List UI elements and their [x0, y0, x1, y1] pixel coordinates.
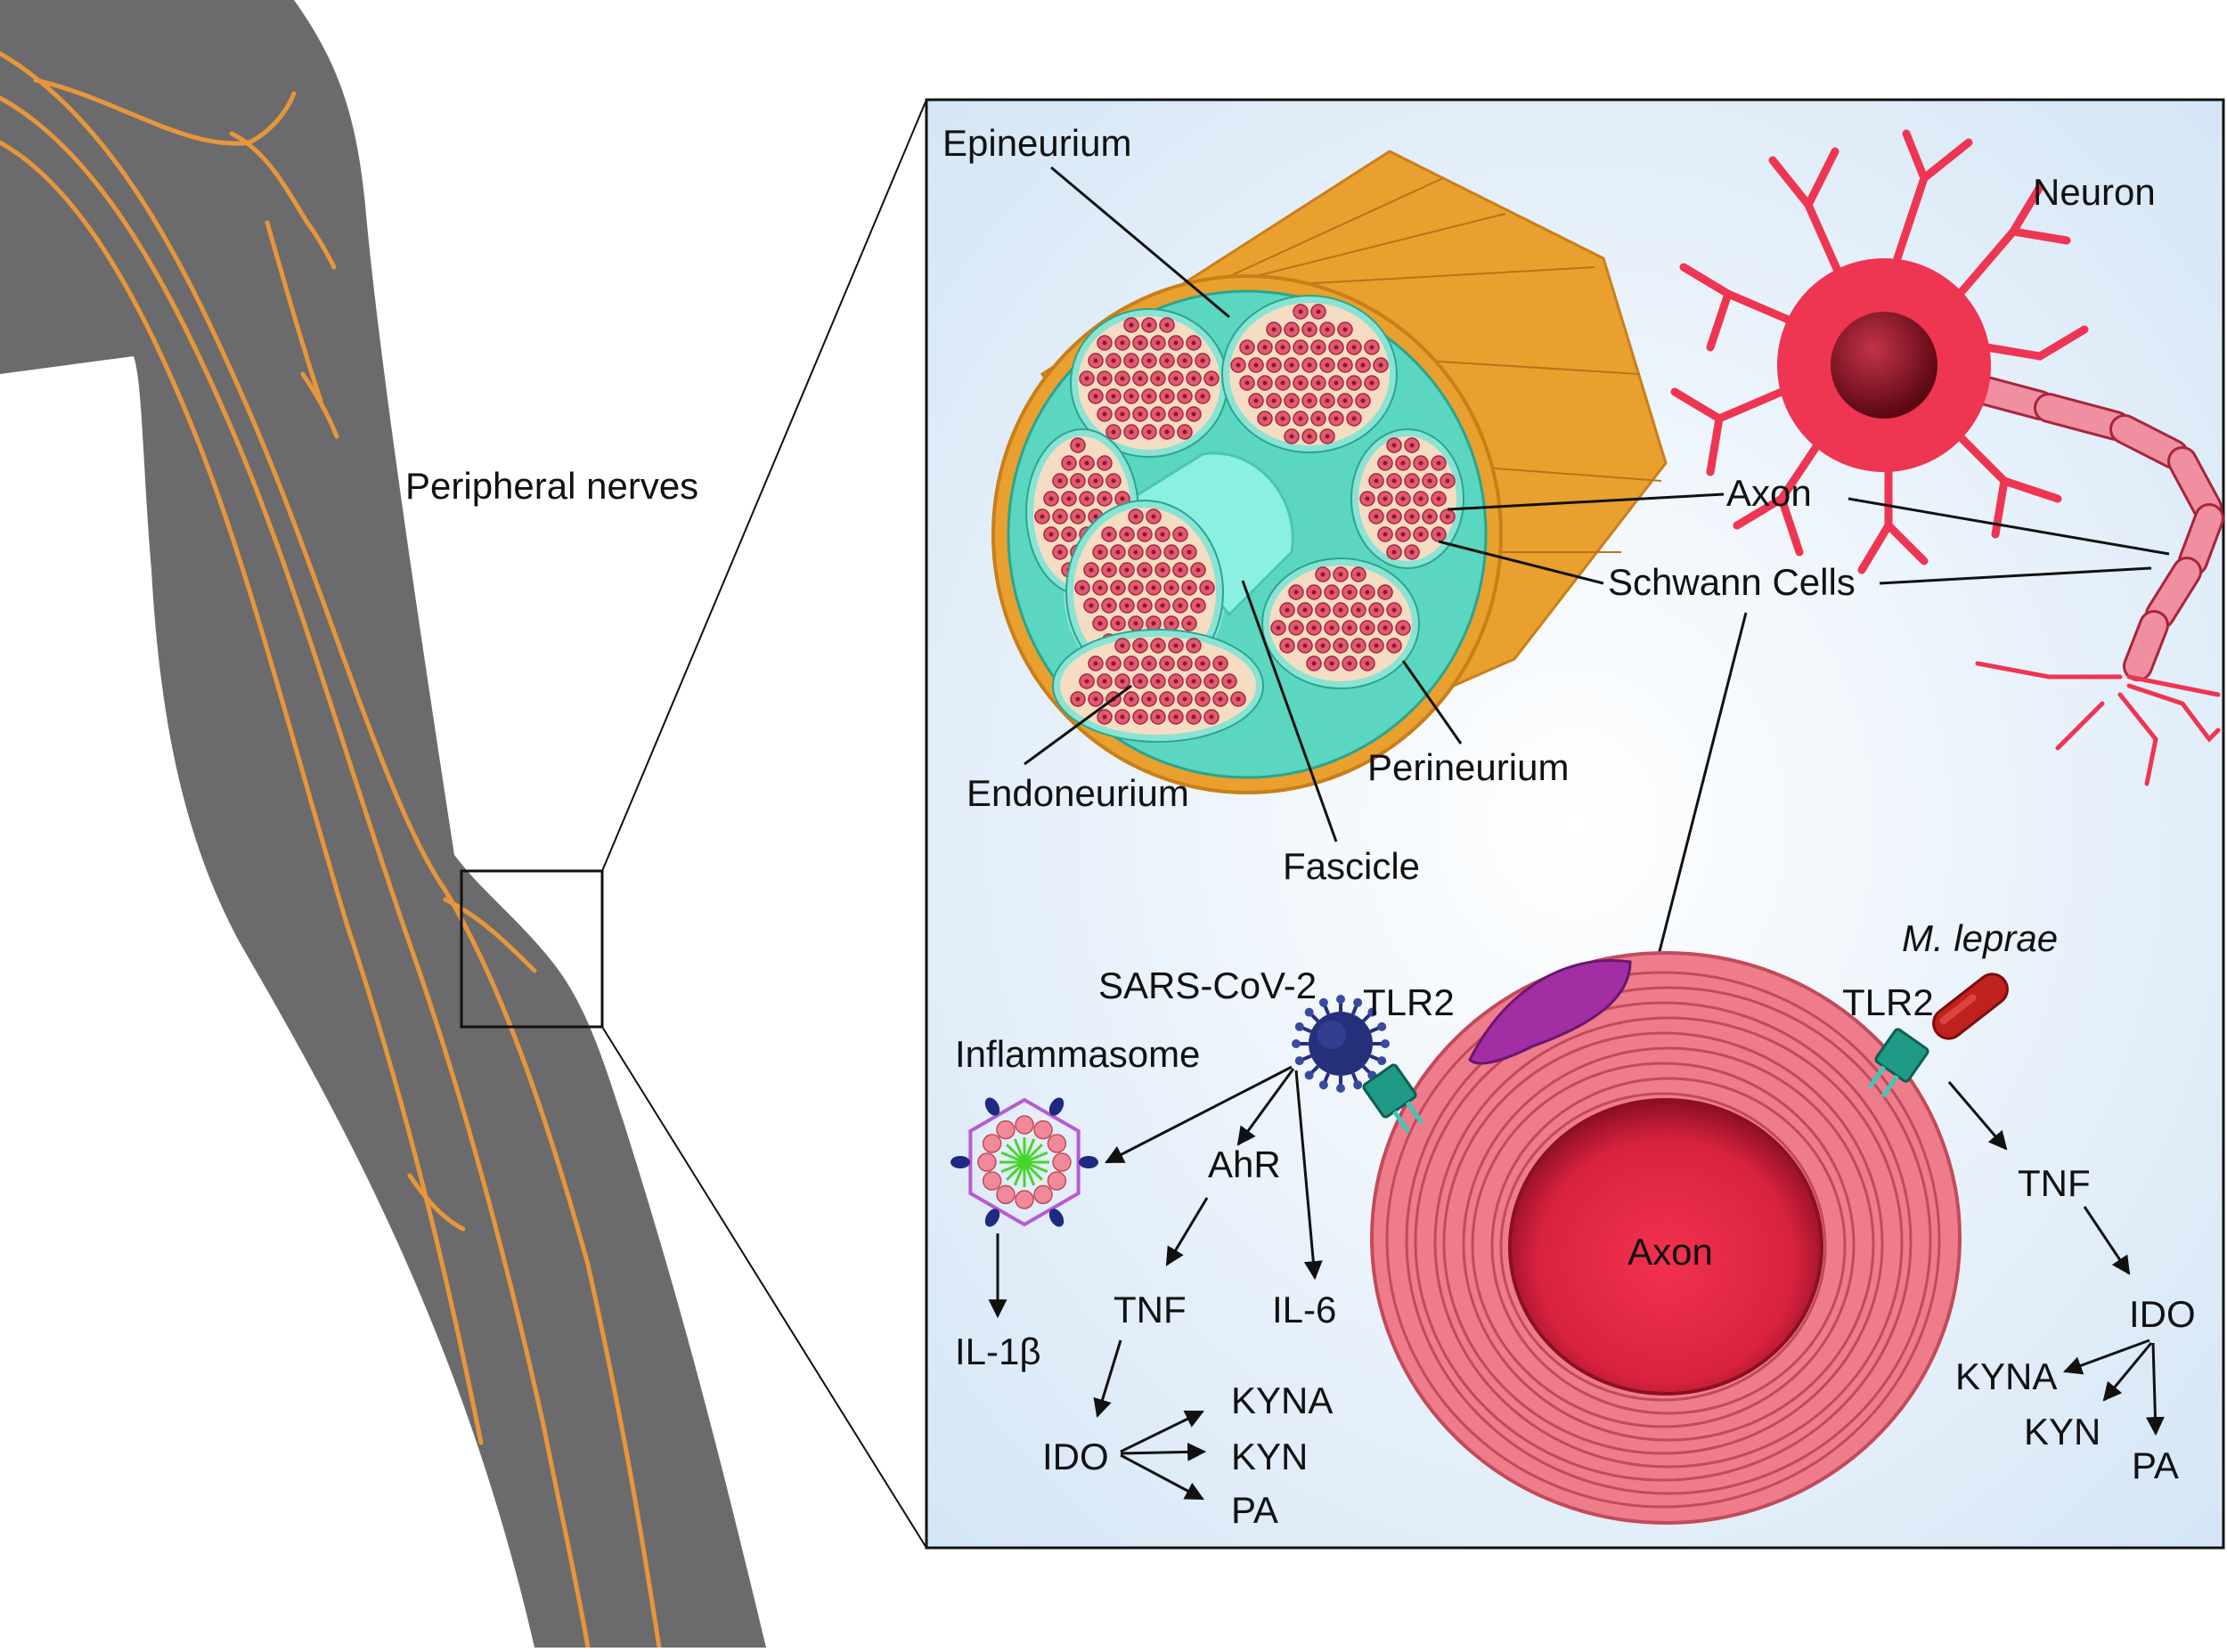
sars-cov-2-virus-icon [1292, 995, 1390, 1093]
fascicle-bundle [1052, 629, 1264, 743]
kyna-left-label: KYNA [1231, 1379, 1333, 1421]
fascicle-label: Fascicle [1283, 845, 1420, 887]
tnf-right-label: TNF [2018, 1162, 2091, 1204]
schwann-nucleus [1468, 959, 1632, 1065]
tlr2-receptor-right-icon [1867, 1028, 1929, 1098]
perineurium-label: Perineurium [1367, 746, 1569, 788]
myelin-sheath-cross-section [1370, 951, 1962, 1525]
m-leprae-label: M. leprae [1902, 917, 2058, 959]
fascicle-cut-tube [1129, 452, 1294, 617]
peripheral-nerve-lines [0, 51, 662, 1650]
ido-left-label: IDO [1042, 1436, 1109, 1477]
tlr2-left-label: TLR2 [1363, 981, 1455, 1023]
kyn-left-label: KYN [1231, 1436, 1308, 1477]
fascicle-bundle [1261, 557, 1420, 689]
axon-label: Axon [1726, 472, 1812, 514]
neuron-illustration [1670, 129, 2224, 786]
ido-right-label: IDO [2129, 1293, 2196, 1335]
peripheral-nerves-label: Peripheral nerves [405, 465, 698, 507]
tlr2-right-label: TLR2 [1842, 981, 1934, 1023]
pa-left-label: PA [1231, 1489, 1278, 1531]
neuron-axon-segments [1958, 372, 2224, 681]
fascicle-bundles [1025, 295, 1464, 743]
arm-silhouette [0, 0, 766, 1648]
zoom-line-top [601, 99, 927, 872]
fascicle-bundle [1350, 428, 1464, 569]
pa-right-label: PA [2132, 1444, 2179, 1486]
fascicle-bundle [1221, 295, 1398, 453]
tlr2-receptor-left-icon [1362, 1063, 1424, 1134]
zoom-line-bottom [601, 1026, 927, 1549]
sars-cov-2-label: SARS-CoV-2 [1098, 964, 1317, 1006]
m-leprae-bacillus-icon [1932, 972, 2009, 1040]
endoneurium-label: Endoneurium [967, 772, 1189, 814]
inflammasome-icon [950, 1097, 1098, 1227]
epineurium-label: Epineurium [942, 122, 1131, 164]
il6-label: IL-6 [1272, 1289, 1336, 1331]
inflammasome-label: Inflammasome [955, 1033, 1200, 1075]
neuron-label: Neuron [2033, 171, 2156, 213]
tnf-left-label: TNF [1114, 1289, 1187, 1331]
myelin-axon-label: Axon [1627, 1231, 1713, 1273]
kyna-right-label: KYNA [1955, 1355, 2057, 1397]
kyn-right-label: KYN [2024, 1411, 2101, 1453]
schwann-cells-label: Schwann Cells [1608, 561, 1856, 603]
zoom-box [460, 869, 604, 1029]
il1b-label: IL-1β [955, 1331, 1041, 1372]
ahr-label: AhR [1208, 1143, 1281, 1185]
